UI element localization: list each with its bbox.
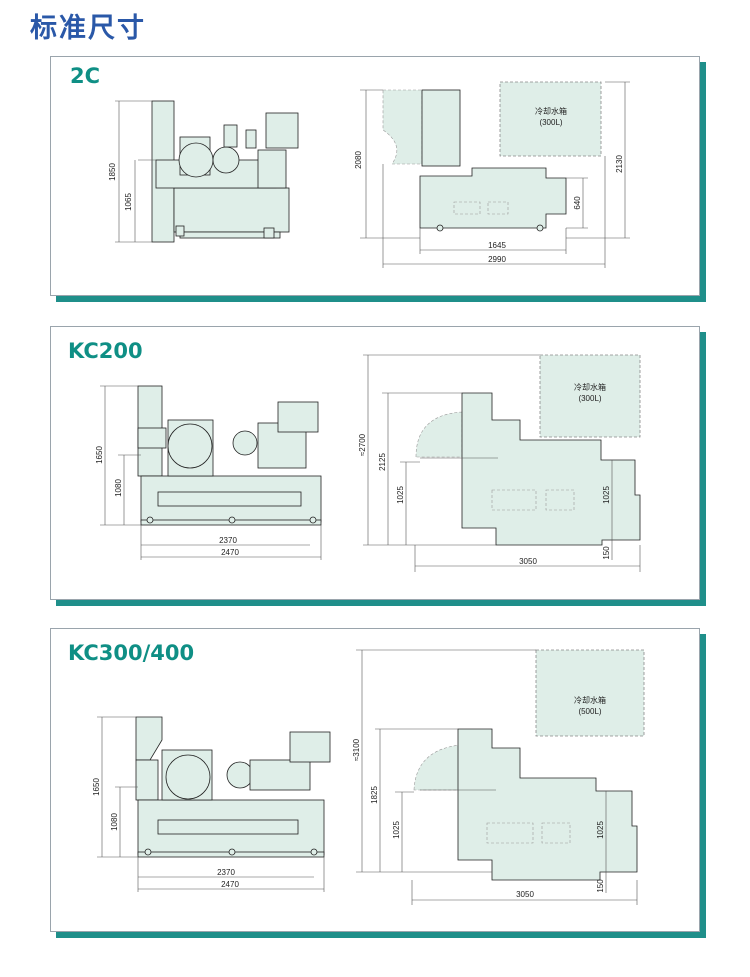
machine-kc300-plan-view [413, 728, 638, 881]
dim-kc200-3050: 3050 [519, 557, 537, 566]
tank-kc200-name: 冷却水箱 [574, 382, 606, 392]
dim-kc200-2700: ≈2700 [358, 433, 367, 456]
machine-2c-plan-dims [360, 81, 630, 268]
tank-2c-capacity: (300L) [539, 118, 562, 127]
dim-kc300-2370: 2370 [217, 868, 235, 877]
panel-2c-label: 2C [70, 64, 101, 88]
dim-kc300-3100: ≈3100 [352, 738, 361, 761]
tank-kc300-capacity: (500L) [578, 707, 601, 716]
tank-kc300-name: 冷却水箱 [574, 695, 606, 705]
dim-kc200-1025: 1025 [396, 486, 405, 504]
machine-kc200-side-view [137, 385, 322, 526]
machine-kc300-side-view [135, 716, 331, 858]
machine-kc300-side-dims [97, 716, 325, 892]
machine-kc200-side-dims [100, 385, 322, 560]
machine-kc200-plan-view [415, 392, 641, 546]
dim-2c-2990: 2990 [488, 255, 506, 264]
dim-kc300-1080: 1080 [110, 813, 119, 831]
machine-2c-side-dims [115, 100, 156, 243]
dim-kc200-2125: 2125 [378, 453, 387, 471]
dim-2c-2130: 2130 [615, 155, 624, 173]
dim-kc300-2470: 2470 [221, 880, 239, 889]
machine-kc200-plan-dims [363, 354, 641, 572]
dim-kc200-1080: 1080 [114, 479, 123, 497]
panel-kc200-label: KC200 [68, 339, 143, 363]
dim-2c-1065: 1065 [124, 193, 133, 211]
dim-kc300-3050: 3050 [516, 890, 534, 899]
machine-2c-plan-view [382, 89, 567, 232]
dim-2c-640: 640 [573, 196, 582, 210]
dim-kc200-2470: 2470 [221, 548, 239, 557]
coolant-tank-kc200 [539, 354, 641, 438]
page-title: 标准尺寸 [30, 13, 146, 44]
dim-kc300-1025-right: 1025 [596, 821, 605, 839]
tank-kc200-capacity: (300L) [578, 394, 601, 403]
machine-2c-side-view [151, 100, 299, 243]
dim-kc300-1650: 1650 [92, 778, 101, 796]
dim-kc200-150: 150 [602, 546, 611, 560]
dim-2c-1850: 1850 [108, 163, 117, 181]
dim-kc200-1650: 1650 [95, 446, 104, 464]
dim-2c-2080: 2080 [354, 151, 363, 169]
tank-2c-name: 冷却水箱 [535, 106, 567, 116]
coolant-tank-kc300 [535, 649, 645, 737]
dim-kc200-2370: 2370 [219, 536, 237, 545]
dim-kc200-1025-right: 1025 [602, 486, 611, 504]
dim-2c-1645: 1645 [488, 241, 506, 250]
dim-kc300-1825: 1825 [370, 786, 379, 804]
machine-kc300-plan-dims [356, 649, 638, 905]
coolant-tank-2c [499, 81, 602, 157]
dim-kc300-150: 150 [596, 879, 605, 893]
panel-kc300-label: KC300/400 [68, 641, 195, 665]
dim-kc300-1025: 1025 [392, 821, 401, 839]
